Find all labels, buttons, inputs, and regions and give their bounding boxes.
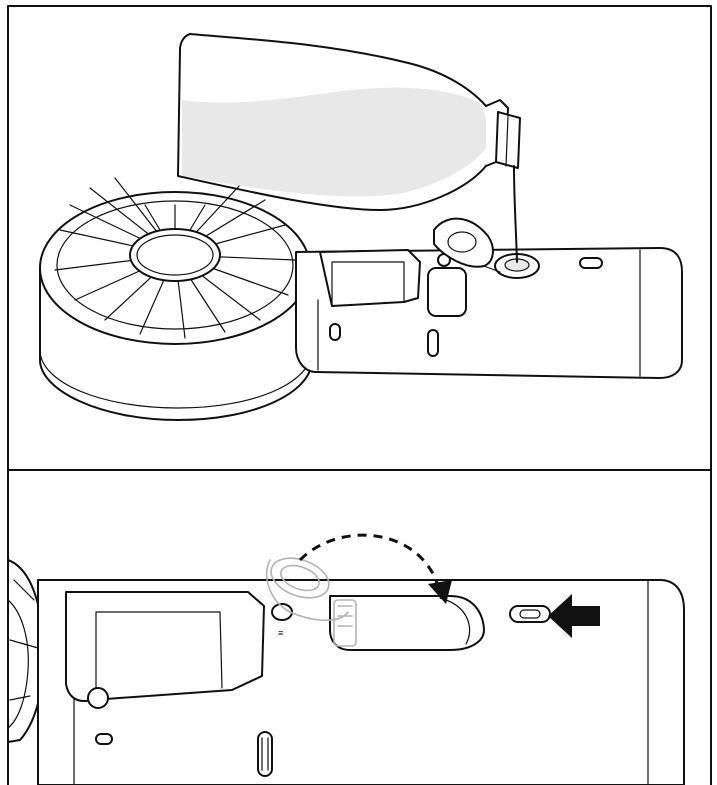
motion-arrowhead (428, 580, 452, 604)
figure-frame (7, 5, 712, 785)
side-button-zoom (95, 733, 113, 745)
handle-bump (427, 267, 467, 317)
refill-slot (329, 595, 485, 651)
lid-hinge (483, 265, 501, 273)
fan-grille-inner-ring (56, 200, 294, 330)
slot-notch (439, 597, 471, 645)
bottle-cap-thread (495, 111, 521, 169)
lock-slider (579, 257, 603, 269)
bottle-liquid (182, 87, 488, 197)
bottle-icon (177, 33, 521, 263)
grip-post-zoom (87, 687, 109, 709)
lid-seal (447, 231, 477, 253)
lock-slider-zoom (509, 605, 551, 623)
grip-recess-zoom (65, 591, 265, 702)
fan-head (39, 177, 313, 421)
handle-grip-recess (319, 249, 421, 307)
fan-grille-partial (7, 599, 29, 729)
grip-inner-edge-zoom (95, 611, 223, 699)
fan-hub-inner (136, 234, 214, 276)
fan-base-band (39, 349, 313, 409)
liquid-stream (513, 165, 518, 263)
fan-blade-partial (9, 579, 39, 701)
fan-handle (295, 217, 683, 379)
power-knob-zoom (271, 603, 293, 621)
side-button (329, 323, 341, 341)
knob-marking: ≡ (278, 628, 283, 638)
grip-inner-edge (331, 261, 405, 307)
charging-port-zoom (257, 731, 273, 777)
panel-bottom: ≡ (7, 533, 685, 785)
open-lid (433, 217, 494, 268)
charging-port (427, 329, 439, 357)
ghost-lid (265, 557, 357, 647)
push-arrow-icon (548, 594, 600, 638)
fan-hub (129, 228, 221, 282)
port-detail-zoom (261, 737, 269, 771)
motion-arrow-icon (298, 533, 440, 587)
panel-top (39, 33, 683, 421)
bottle-thread-line (505, 115, 509, 167)
lock-slider-knob (519, 609, 541, 619)
